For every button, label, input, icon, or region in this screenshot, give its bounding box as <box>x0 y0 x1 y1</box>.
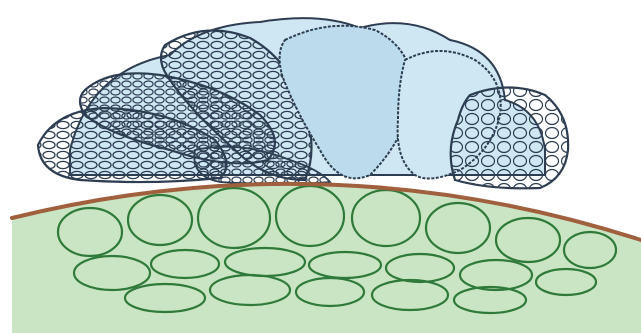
plant-tissue <box>12 184 641 333</box>
colony-lobe-right-cells <box>451 88 568 189</box>
cell-colony <box>38 18 568 188</box>
